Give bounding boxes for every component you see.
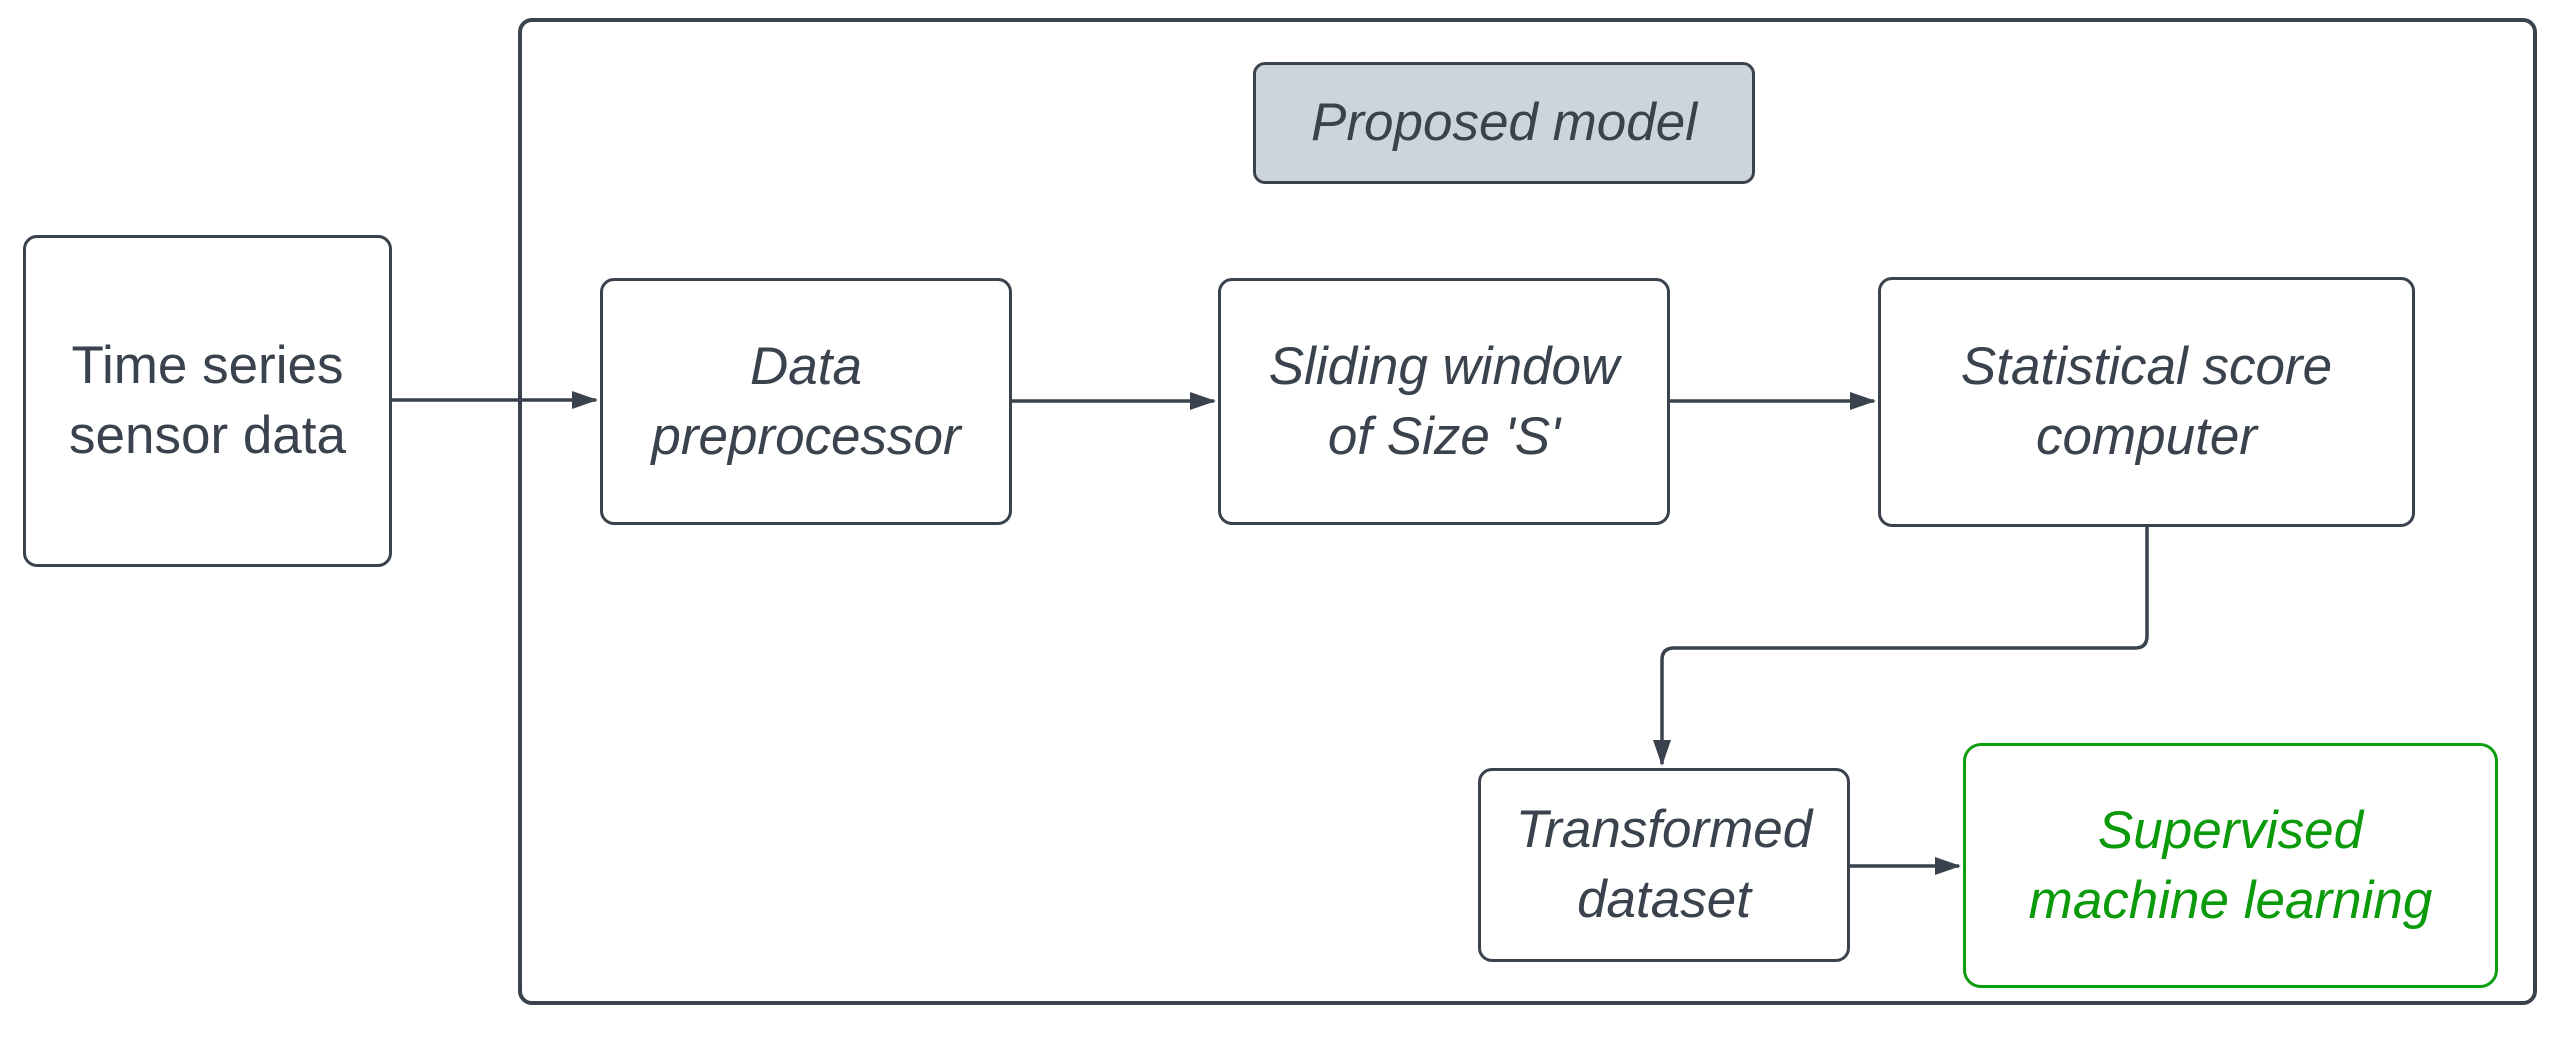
node-label-line: computer bbox=[2036, 407, 2257, 466]
node-label-line: Statistical score bbox=[1960, 337, 2333, 396]
node-label-line: dataset bbox=[1577, 870, 1751, 929]
node-label-line: Time series bbox=[71, 336, 344, 395]
node-time-series-sensor-data: Time series sensor data bbox=[23, 235, 392, 567]
node-label-line: Supervised bbox=[2097, 800, 2364, 860]
proposed-model-label: Proposed model bbox=[1253, 62, 1755, 184]
node-transformed-dataset: Transformed dataset bbox=[1478, 768, 1850, 962]
node-label-line: sensor data bbox=[69, 406, 346, 465]
proposed-model-boundary bbox=[518, 18, 2537, 1005]
node-label-line: preprocessor bbox=[651, 406, 961, 466]
node-label-line: Data bbox=[750, 336, 862, 396]
node-data-preprocessor: Data preprocessor bbox=[600, 278, 1012, 525]
node-statistical-score-computer: Statistical score computer bbox=[1878, 277, 2415, 527]
proposed-model-label-text: Proposed model bbox=[1311, 93, 1697, 152]
node-sliding-window: Sliding window of Size 'S' bbox=[1218, 278, 1670, 525]
node-label-line: machine learning bbox=[2028, 870, 2433, 930]
node-label-line: Sliding window bbox=[1268, 336, 1620, 396]
node-supervised-machine-learning: Supervised machine learning bbox=[1963, 743, 2498, 988]
node-label-line: of Size 'S' bbox=[1327, 406, 1561, 466]
node-label-line: Transformed bbox=[1515, 800, 1813, 859]
edge-statistical-score-to-transformed-dataset bbox=[1653, 527, 2149, 766]
